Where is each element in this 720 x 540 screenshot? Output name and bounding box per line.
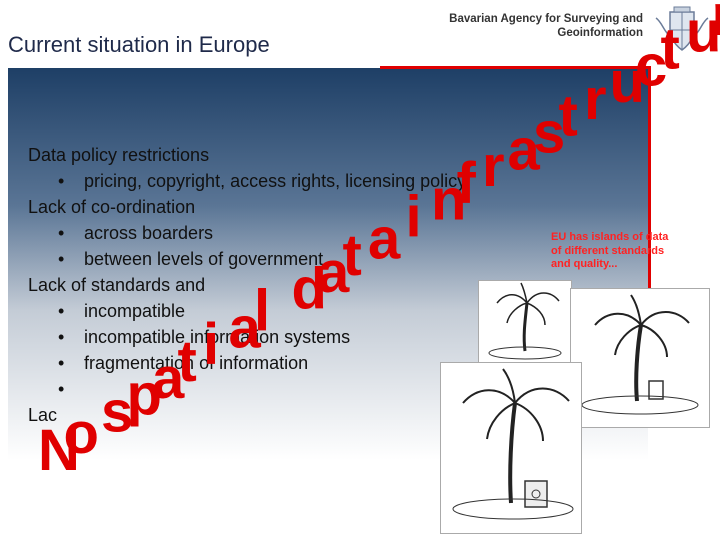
palm-tree-icon — [581, 294, 699, 415]
bullet-main-data-policy: Data policy restrictions — [28, 145, 210, 165]
bullet-sub-incompatible: incompatible — [28, 298, 466, 324]
island-image-3 — [440, 362, 582, 534]
frame-right-border — [648, 66, 651, 298]
islands-note: EU has islands of data of different stan… — [551, 231, 669, 270]
bullet-sub-boarders: across boarders — [28, 220, 466, 246]
bullet-sub-government: between levels of government — [28, 246, 466, 272]
palm-tree-icon — [488, 282, 562, 360]
island-image-2 — [570, 288, 710, 428]
bullet-main-standards: Lack of standards and — [28, 275, 206, 295]
agency-line-1: Bavarian Agency for Surveying and — [449, 13, 643, 25]
bullet-main-lack: Lac — [28, 405, 58, 425]
bullet-sub-information-systems: incompatible information systems — [28, 324, 466, 350]
palm-tree-icon — [452, 368, 574, 520]
slide-title: Current situation in Europe — [8, 32, 270, 57]
agency-name: Bavarian Agency for Surveying and Geoinf… — [395, 12, 643, 40]
frame-top-border — [380, 66, 650, 69]
bullet-sub-pricing: pricing, copyright, access rights, licen… — [28, 168, 466, 194]
island-image-1 — [478, 280, 572, 364]
bullet-sub-hidden — [28, 376, 466, 402]
bullet-main-coordination: Lack of co-ordination — [28, 197, 196, 217]
bullet-sub-fragmentation: fragmentation of information — [28, 350, 466, 376]
body-text: Data policy restrictions pricing, copyri… — [28, 142, 466, 428]
coat-of-arms-icon — [655, 6, 709, 51]
agency-line-2: Geoinformation — [557, 27, 643, 39]
safe-icon — [524, 480, 548, 508]
